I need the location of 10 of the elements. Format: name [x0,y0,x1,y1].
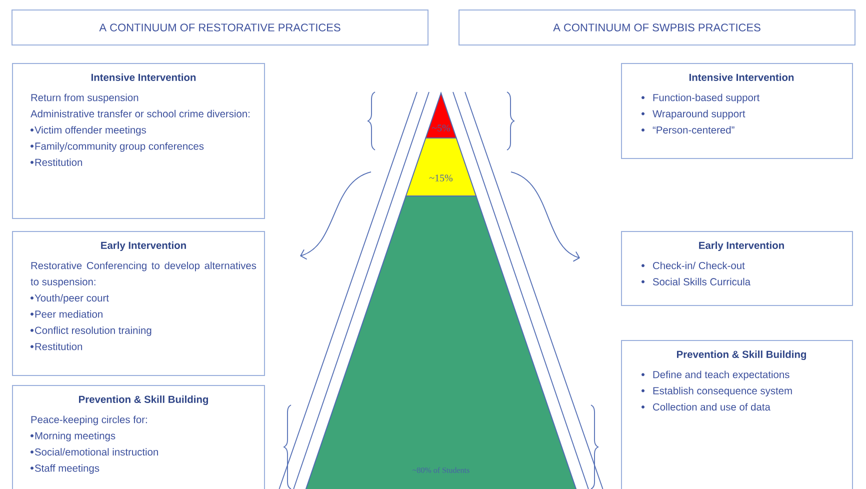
text-box: Early Intervention Restorative Conferencing to develop alternatives to suspension: Youth/peer court Peer mediation Conflict resolution training Restitution [12,231,265,376]
title-box: A CONTINUUM OF RESTORATIVE PRACTICES [12,10,428,46]
text-box: Early Intervention Check-in/ Check-out Social Skills Curricula [621,231,853,306]
text-box: Prevention & Skill Building Peace-keeping circles for: Morning meetings Social/emotional instruction Staff meetings [12,385,265,489]
title-box: A CONTINUUM OF SWPBIS PRACTICES [458,10,856,46]
text-box: Intensive Intervention Return from suspension Administrative transfer or school crime diversion: Victim offender meetings Family/community group conferences Restitution [12,63,265,219]
pyramid-band: ~80% of Students [302,196,580,489]
text-box: Intensive Intervention Function-based support Wraparound support “Person-centered” [621,63,853,159]
pyramid-band: ~15% [405,138,477,196]
text-box: Prevention & Skill Building Define and teach expectations Establish consequence system Collection and use of data [621,340,853,489]
